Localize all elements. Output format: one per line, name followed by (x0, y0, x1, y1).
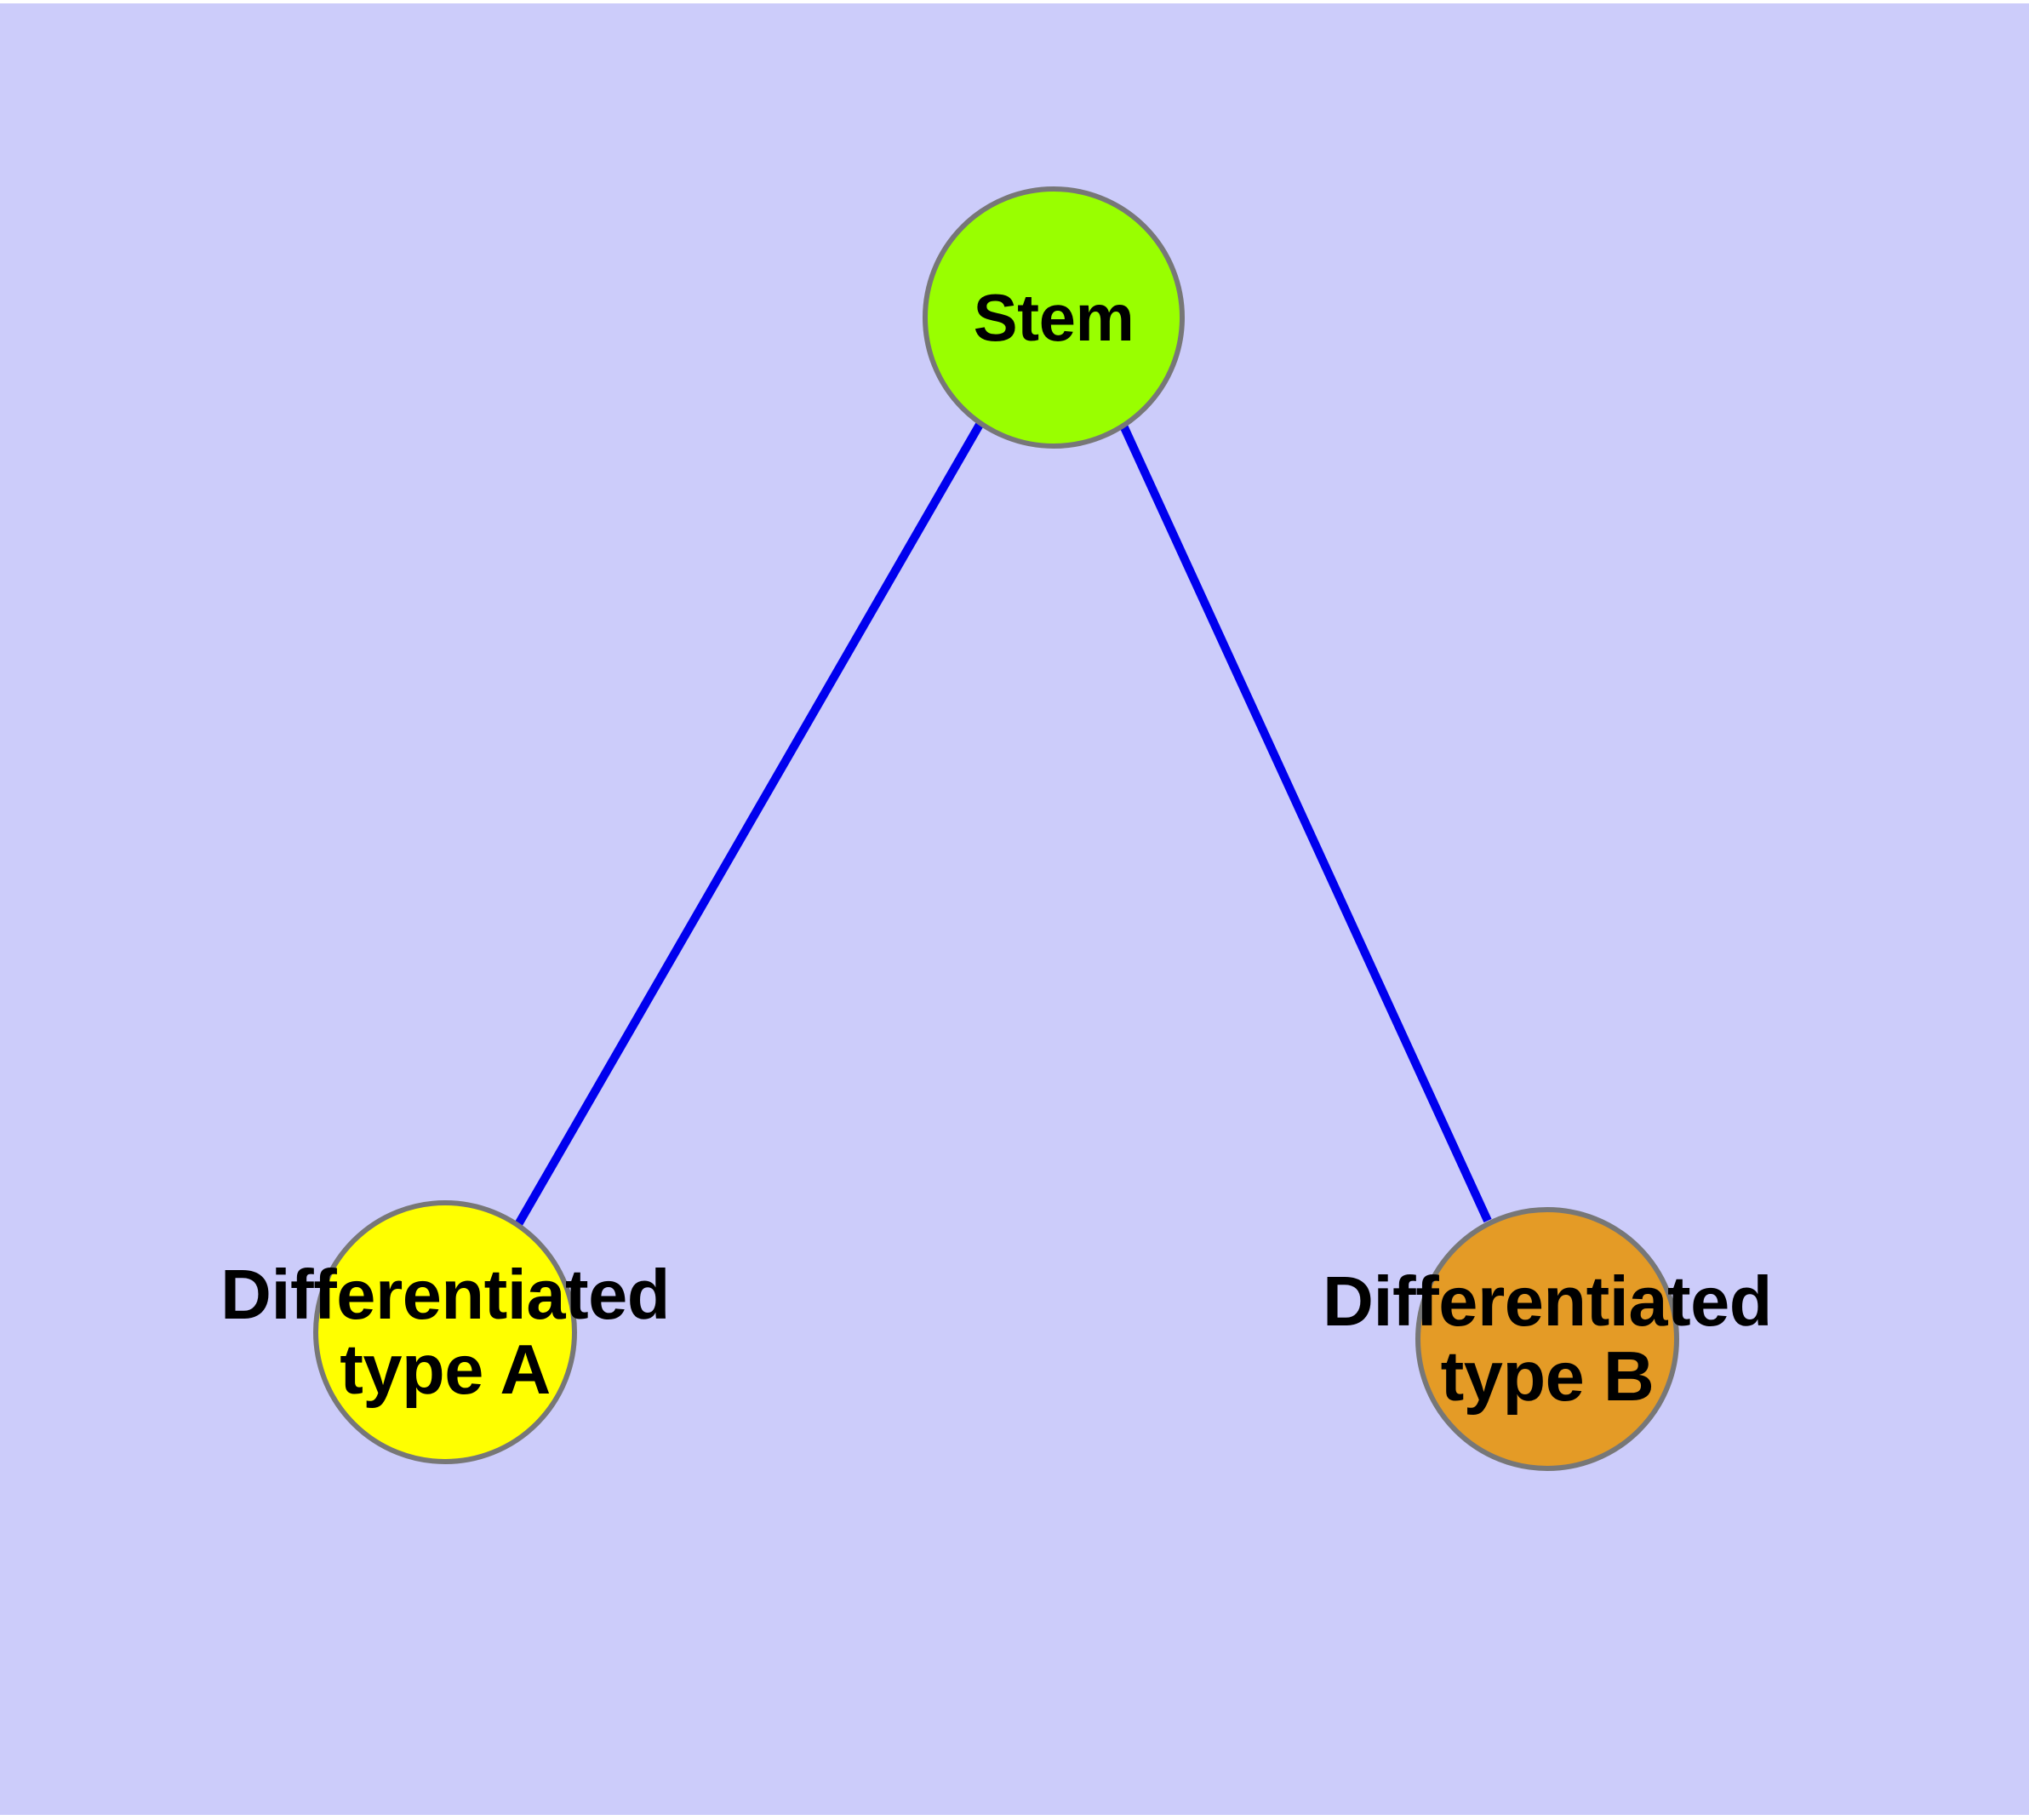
edge-stem-to-differentiated-type-a[interactable] (513, 421, 985, 1228)
edge-group (513, 421, 1492, 1228)
node-circle-differentiated-type-a[interactable] (313, 1200, 577, 1464)
node-group (313, 186, 1679, 1471)
node-circle-differentiated-type-b[interactable] (1415, 1207, 1679, 1471)
node-circle-stem[interactable] (923, 186, 1185, 449)
edge-stem-to-differentiated-type-b[interactable] (1119, 423, 1492, 1223)
